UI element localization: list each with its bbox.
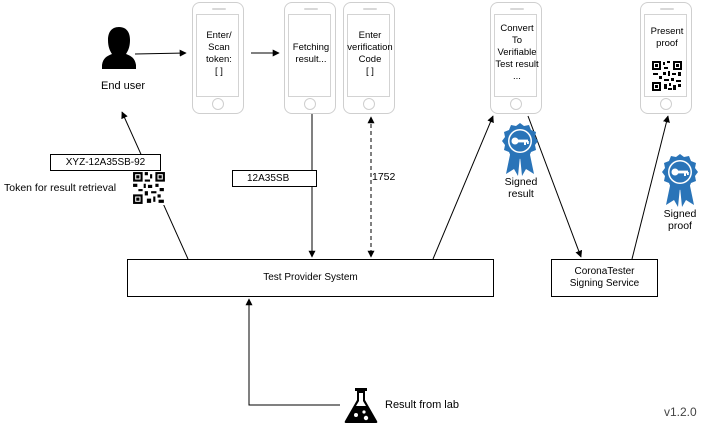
home-button-icon xyxy=(510,98,522,110)
lab-flask-icon xyxy=(344,388,378,423)
user-silhouette-icon xyxy=(102,27,136,69)
test-provider-system-box: Test Provider System xyxy=(127,259,494,297)
signed-result-label: Signed result xyxy=(504,176,538,200)
phone-present: Present proof xyxy=(640,2,692,114)
result-from-lab-label: Result from lab xyxy=(385,399,459,411)
arrow-provider-to-convert xyxy=(432,115,494,260)
phone-convert-text: Convert To Verifiable Test result ... xyxy=(495,23,539,82)
phone-enter-token-text: Enter/ Scan token: [ ] xyxy=(206,30,232,77)
arrow-user-to-token-phone xyxy=(134,49,187,57)
home-button-icon xyxy=(304,98,316,110)
home-button-icon xyxy=(212,98,224,110)
phone-fetching: Fetching result... xyxy=(284,2,336,114)
phone-convert: Convert To Verifiable Test result ... xyxy=(490,2,542,114)
phone-enter-token: Enter/ Scan token: [ ] xyxy=(192,2,244,114)
phone-verification-text: Enter verification Code [ ] xyxy=(347,30,393,77)
phone-present-text: Present proof xyxy=(650,26,684,49)
short-token-box: 12A35SB xyxy=(232,170,317,187)
token-caption: Token for result retrieval xyxy=(4,182,117,194)
full-token-box: XYZ-12A35SB-92 xyxy=(50,154,161,171)
signed-result-badge-icon xyxy=(502,123,538,176)
qr-code-icon xyxy=(651,60,683,92)
home-button-icon xyxy=(363,98,375,110)
signed-proof-badge-icon xyxy=(662,154,698,207)
phone-verification: Enter verification Code [ ] xyxy=(343,2,395,114)
home-button-icon xyxy=(660,98,672,110)
arrow-lab-to-provider xyxy=(245,298,340,406)
end-user-label: End user xyxy=(100,80,146,92)
qr-code-icon xyxy=(132,171,166,205)
signing-service-box: CoronaTester Signing Service xyxy=(551,259,658,297)
signed-proof-label: Signed proof xyxy=(663,208,697,232)
verification-code-label: 1752 xyxy=(372,171,396,183)
arrow-signing-to-present xyxy=(631,115,670,260)
version-label: v1.2.0 xyxy=(664,405,697,419)
phone-fetching-text: Fetching result... xyxy=(292,42,330,65)
